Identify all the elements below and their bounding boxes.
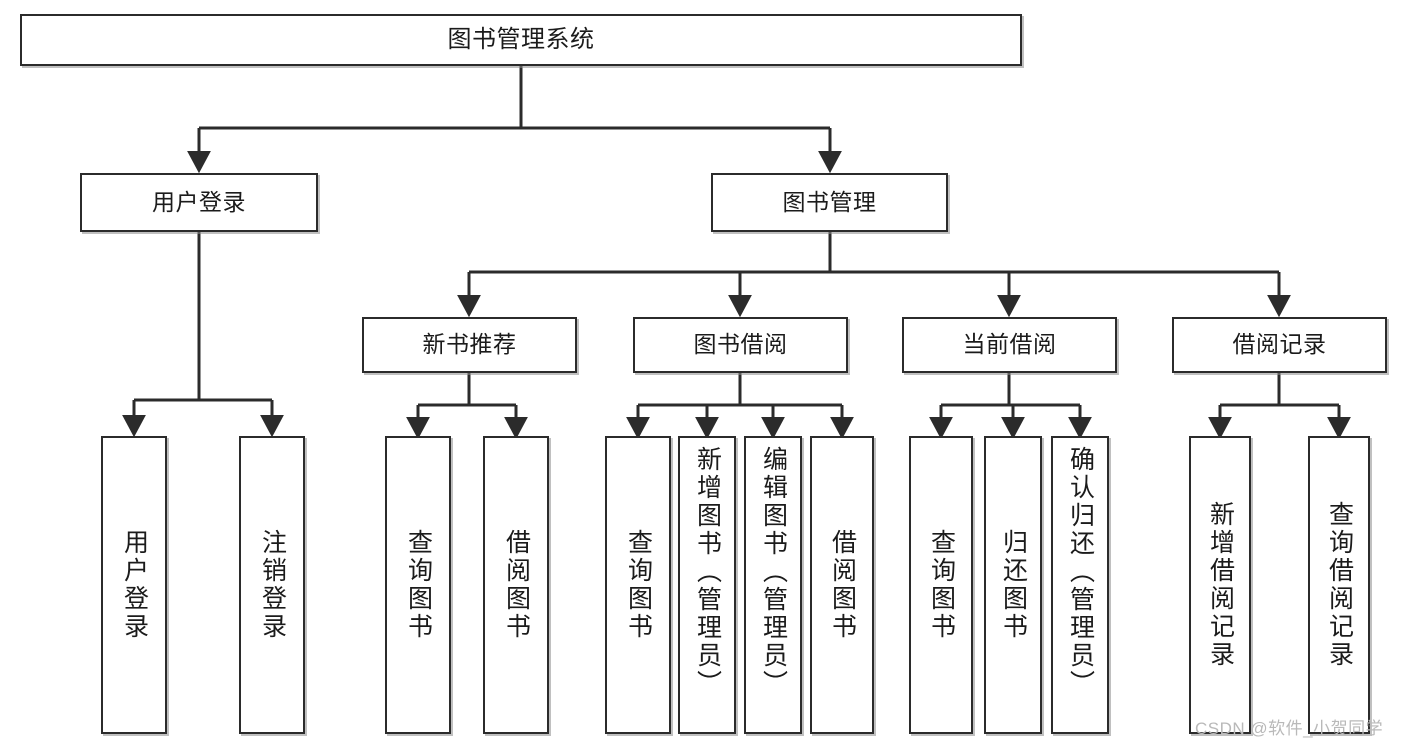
node-leaf-query-book-2[interactable]: 查询图书: [605, 436, 671, 734]
node-leaf-query-book-1[interactable]: 查询图书: [385, 436, 451, 734]
node-leaf-query-book-1-label: 查询图书: [404, 529, 433, 641]
node-leaf-logout-label: 注销登录: [258, 529, 287, 641]
node-leaf-query-book-3-label: 查询图书: [927, 529, 956, 641]
node-leaf-borrow-book-1-label: 借阅图书: [502, 529, 531, 641]
node-book-manage-label: 图书管理: [782, 188, 877, 215]
node-user-login[interactable]: 用户登录: [80, 173, 318, 232]
node-leaf-add-book-label: 新增图书（管理员）: [693, 446, 722, 698]
node-current-borrow-label: 当前借阅: [962, 331, 1057, 358]
node-user-login-label: 用户登录: [152, 188, 246, 215]
node-leaf-query-record[interactable]: 查询借阅记录: [1308, 436, 1370, 734]
node-leaf-query-book-3[interactable]: 查询图书: [909, 436, 973, 734]
node-leaf-logout[interactable]: 注销登录: [239, 436, 305, 734]
node-borrow-record[interactable]: 借阅记录: [1172, 317, 1387, 373]
node-leaf-add-record-label: 新增借阅记录: [1206, 501, 1235, 669]
node-leaf-user-login[interactable]: 用户登录: [101, 436, 167, 734]
node-leaf-borrow-book-2[interactable]: 借阅图书: [810, 436, 874, 734]
node-leaf-query-record-label: 查询借阅记录: [1325, 501, 1354, 669]
node-leaf-confirm-return[interactable]: 确认归还（管理员）: [1051, 436, 1109, 734]
node-root-label: 图书管理系统: [447, 25, 595, 53]
node-leaf-edit-book-label: 编辑图书（管理员）: [759, 446, 788, 698]
node-root[interactable]: 图书管理系统: [20, 14, 1022, 66]
node-leaf-return-book-label: 归还图书: [999, 529, 1028, 641]
node-book-manage[interactable]: 图书管理: [711, 173, 948, 232]
node-new-book-rec[interactable]: 新书推荐: [362, 317, 577, 373]
node-leaf-add-book[interactable]: 新增图书（管理员）: [678, 436, 736, 734]
csdn-watermark: CSDN @软件_小贺同学: [1195, 719, 1384, 738]
node-leaf-add-record[interactable]: 新增借阅记录: [1189, 436, 1251, 734]
node-leaf-borrow-book-2-label: 借阅图书: [828, 529, 857, 641]
node-leaf-edit-book[interactable]: 编辑图书（管理员）: [744, 436, 802, 734]
node-current-borrow[interactable]: 当前借阅: [902, 317, 1117, 373]
node-new-book-rec-label: 新书推荐: [422, 331, 517, 358]
node-book-borrow[interactable]: 图书借阅: [633, 317, 848, 373]
node-leaf-query-book-2-label: 查询图书: [624, 529, 653, 641]
node-leaf-user-login-label: 用户登录: [120, 529, 149, 641]
node-book-borrow-label: 图书借阅: [693, 331, 788, 358]
node-borrow-record-label: 借阅记录: [1232, 331, 1327, 358]
node-leaf-return-book[interactable]: 归还图书: [984, 436, 1042, 734]
node-leaf-borrow-book-1[interactable]: 借阅图书: [483, 436, 549, 734]
node-leaf-confirm-return-label: 确认归还（管理员）: [1066, 446, 1095, 698]
